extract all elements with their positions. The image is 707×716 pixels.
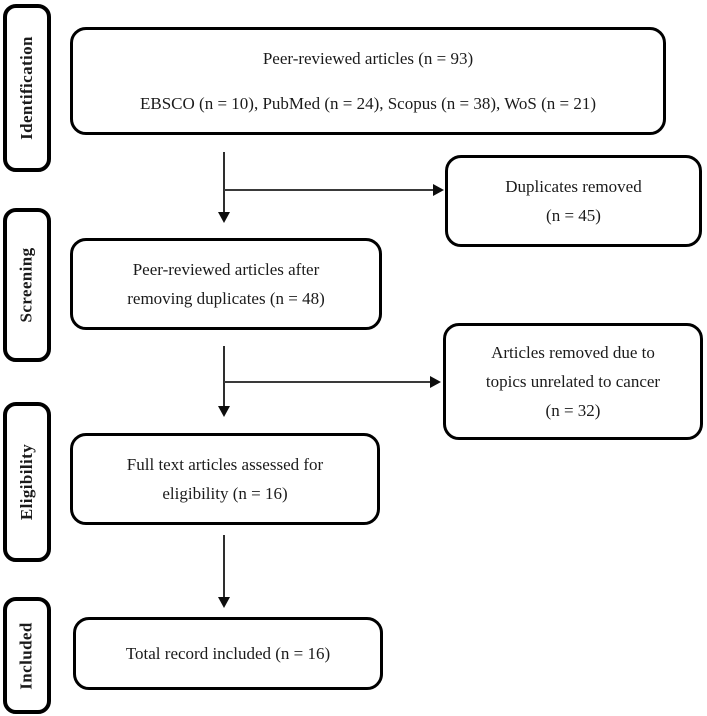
arrow-down-icon: [218, 406, 230, 417]
stage-eligibility-label: Eligibility: [17, 443, 37, 521]
arrow-screened-to-fulltext-line: [223, 346, 225, 406]
stage-identification: Identification: [3, 4, 51, 172]
stage-identification-label: Identification: [17, 36, 37, 140]
arrow-fulltext-to-included-line: [223, 535, 225, 597]
box-fulltext-assessed-line2: eligibility (n = 16): [162, 484, 288, 503]
box-records-included: Total record included (n = 16): [73, 617, 383, 690]
box-records-identified-line2: EBSCO (n = 10), PubMed (n = 24), Scopus …: [140, 93, 596, 113]
box-records-identified-line1: Peer-reviewed articles (n = 93): [262, 48, 474, 68]
box-records-excluded-line1: Articles removed due to: [491, 343, 655, 362]
box-fulltext-assessed-line1: Full text articles assessed for: [126, 455, 324, 474]
box-records-included-line1: Total record included (n = 16): [125, 644, 331, 663]
box-records-screened-line1: Peer-reviewed articles after: [132, 260, 320, 279]
arrow-right-icon: [433, 184, 444, 196]
box-records-identified: Peer-reviewed articles (n = 93) EBSCO (n…: [70, 27, 666, 135]
box-records-screened-line2: removing duplicates (n = 48): [127, 289, 325, 308]
arrow-down-icon: [218, 212, 230, 223]
box-fulltext-assessed: Full text articles assessed for eligibil…: [70, 433, 380, 525]
stage-screening: Screening: [3, 208, 51, 362]
arrow-to-records-excluded-line: [224, 381, 430, 383]
box-records-excluded-line2: topics unrelated to cancer: [485, 372, 661, 391]
arrow-to-duplicates-removed-line: [224, 189, 433, 191]
box-duplicates-removed-line1: Duplicates removed: [505, 177, 642, 196]
stage-screening-label: Screening: [17, 247, 36, 323]
arrow-identified-to-screened-line: [223, 152, 225, 212]
box-duplicates-removed: Duplicates removed (n = 45): [445, 155, 702, 247]
arrow-right-icon: [430, 376, 441, 388]
box-duplicates-removed-line2: (n = 45): [546, 206, 601, 225]
box-records-excluded: Articles removed due to topics unrelated…: [443, 323, 703, 440]
arrow-down-icon: [218, 597, 230, 608]
stage-included: Included: [3, 597, 51, 714]
box-records-screened: Peer-reviewed articles after removing du…: [70, 238, 382, 330]
stage-eligibility: Eligibility: [3, 402, 51, 562]
stage-included-label: Included: [17, 621, 37, 690]
box-records-excluded-line3: (n = 32): [545, 401, 601, 420]
